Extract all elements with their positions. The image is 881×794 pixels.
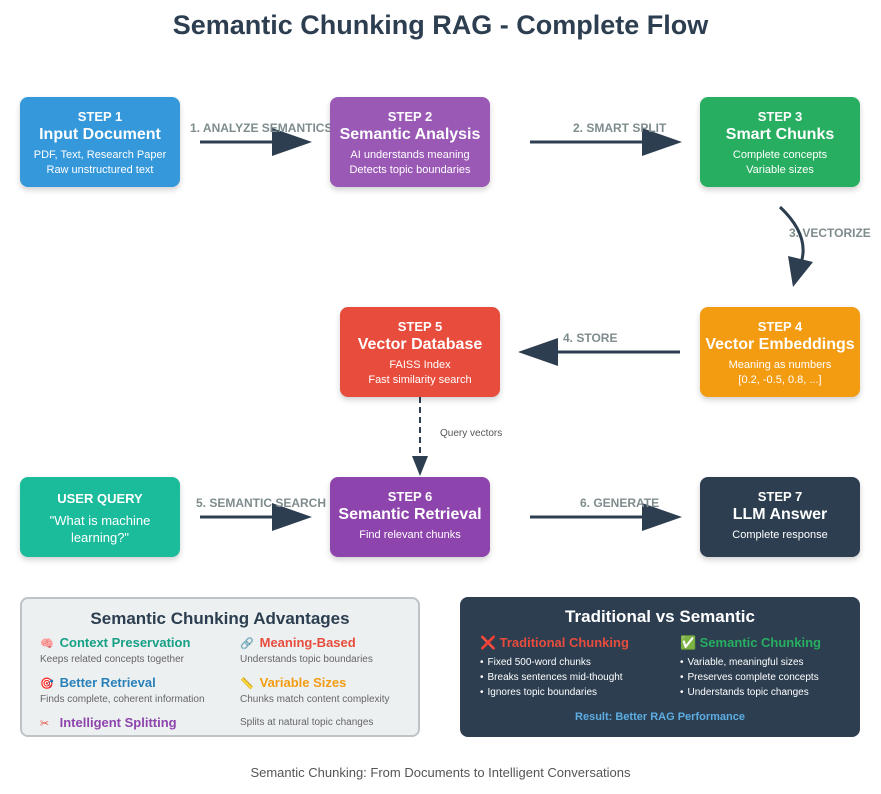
arrow-search: [200, 503, 312, 531]
step-name: Input Document: [39, 126, 161, 143]
advantage-sub: Finds complete, coherent information: [40, 694, 205, 705]
step1-input-document: STEP 1 Input Document PDF, Text, Researc…: [20, 97, 180, 187]
label-vectorize: 3. VECTORIZE: [789, 226, 871, 240]
traditional-point: Ignores topic boundaries: [480, 685, 629, 700]
advantages-panel: Semantic Chunking Advantages 🧠 Context P…: [20, 597, 420, 737]
step-desc: Raw unstructured text: [46, 164, 154, 176]
traditional-column: ❌ Traditional Chunking Fixed 500-word ch…: [480, 635, 629, 700]
semantic-label: Semantic Chunking: [699, 635, 821, 650]
step-number: STEP 3: [757, 109, 803, 124]
traditional-point: Breaks sentences mid-thought: [480, 670, 629, 685]
step-number: STEP 2: [387, 109, 433, 124]
check-icon: ✅: [680, 635, 697, 650]
step-name: LLM Answer: [732, 506, 828, 523]
step-desc: Complete concepts: [732, 149, 828, 161]
advantage-label: Intelligent Splitting: [59, 715, 177, 730]
step-name: Semantic Retrieval: [338, 506, 482, 523]
arrow-query-vectors: [412, 397, 428, 476]
step6-semantic-retrieval: STEP 6 Semantic Retrieval Find relevant …: [330, 477, 490, 557]
ruler-icon: 📏: [240, 678, 254, 690]
advantage-variable: 📏 Variable Sizes Chunks match content co…: [240, 675, 390, 705]
step-desc: Variable sizes: [746, 164, 814, 176]
semantic-point: Understands topic changes: [680, 685, 821, 700]
step-number: STEP 6: [387, 489, 433, 504]
advantage-label: Meaning-Based: [259, 635, 356, 650]
step-desc: Complete response: [732, 529, 828, 541]
step-desc: FAISS Index: [389, 359, 451, 371]
step-name: Smart Chunks: [725, 126, 835, 143]
comparison-panel: Traditional vs Semantic ❌ Traditional Ch…: [460, 597, 860, 737]
advantage-sub: Splits at natural topic changes: [240, 717, 374, 728]
semantic-column: ✅ Semantic Chunking Variable, meaningful…: [680, 635, 821, 700]
cross-icon: ❌: [480, 635, 497, 650]
step-desc: Fast similarity search: [368, 374, 472, 386]
step2-semantic-analysis: STEP 2 Semantic Analysis AI understands …: [330, 97, 490, 187]
advantage-label: Better Retrieval: [59, 675, 156, 690]
traditional-label: Traditional Chunking: [499, 635, 629, 650]
step-desc: Detects topic boundaries: [349, 164, 471, 176]
step-name: Vector Database: [357, 336, 483, 353]
step-desc: Find relevant chunks: [359, 529, 461, 541]
query-label: USER QUERY: [57, 491, 143, 506]
link-icon: 🔗: [240, 638, 254, 650]
semantic-point: Variable, meaningful sizes: [680, 655, 821, 670]
query-text: "What is machine learning?": [49, 513, 151, 545]
advantage-label: Context Preservation: [59, 635, 191, 650]
arrow-generate: [530, 503, 682, 531]
label-split: 2. SMART SPLIT: [573, 121, 667, 135]
step4-vector-embeddings: STEP 4 Vector Embeddings Meaning as numb…: [700, 307, 860, 397]
advantage-meaning: 🔗 Meaning-Based Understands topic bounda…: [240, 635, 373, 665]
traditional-point: Fixed 500-word chunks: [480, 655, 629, 670]
step-name: Vector Embeddings: [705, 336, 855, 353]
label-query-vectors: Query vectors: [440, 428, 503, 439]
step-number: STEP 4: [757, 319, 803, 334]
user-query-box: USER QUERY "What is machine learning?": [20, 477, 180, 557]
label-analyze: 1. ANALYZE SEMANTICS: [190, 121, 333, 135]
arrow-store: [518, 338, 680, 366]
arrow-split: [530, 128, 682, 156]
step-desc: AI understands meaning: [350, 149, 470, 161]
step-number: STEP 1: [77, 109, 123, 124]
scissors-icon: ✂: [40, 718, 50, 730]
advantages-title: Semantic Chunking Advantages: [90, 609, 350, 628]
advantage-sub: Keeps related concepts together: [40, 654, 184, 665]
advantage-context: 🧠 Context Preservation Keeps related con…: [40, 635, 190, 665]
step-number: STEP 7: [757, 489, 803, 504]
comparison-result: Result: Better RAG Performance: [575, 711, 745, 723]
step-desc: PDF, Text, Research Paper: [33, 149, 167, 161]
advantage-intelligent: ✂ Intelligent Splitting: [40, 715, 177, 730]
target-icon: 🎯: [40, 678, 54, 690]
arrow-vectorize: [778, 205, 813, 287]
semantic-point: Preserves complete concepts: [680, 670, 821, 685]
advantage-sub: Understands topic boundaries: [240, 654, 373, 665]
label-search: 5. SEMANTIC SEARCH: [196, 496, 327, 510]
arrow-analyze: [200, 128, 312, 156]
comparison-title: Traditional vs Semantic: [565, 607, 755, 626]
step-number: STEP 5: [397, 319, 443, 334]
advantage-intelligent-sub: Splits at natural topic changes: [240, 717, 373, 728]
footer-caption: Semantic Chunking: From Documents to Int…: [250, 765, 631, 780]
label-store: 4. STORE: [563, 331, 618, 345]
advantage-sub: Chunks match content complexity: [240, 694, 390, 705]
step-desc: Meaning as numbers: [728, 359, 832, 371]
step7-llm-answer: STEP 7 LLM Answer Complete response: [700, 477, 860, 557]
step-desc: [0.2, -0.5, 0.8, ...]: [738, 374, 822, 386]
brain-icon: 🧠: [40, 638, 54, 650]
advantage-retrieval: 🎯 Better Retrieval Finds complete, coher…: [40, 675, 205, 705]
page-title: Semantic Chunking RAG - Complete Flow: [172, 10, 709, 40]
advantage-label: Variable Sizes: [259, 675, 347, 690]
step-name: Semantic Analysis: [339, 126, 481, 143]
label-generate: 6. GENERATE: [580, 496, 660, 510]
